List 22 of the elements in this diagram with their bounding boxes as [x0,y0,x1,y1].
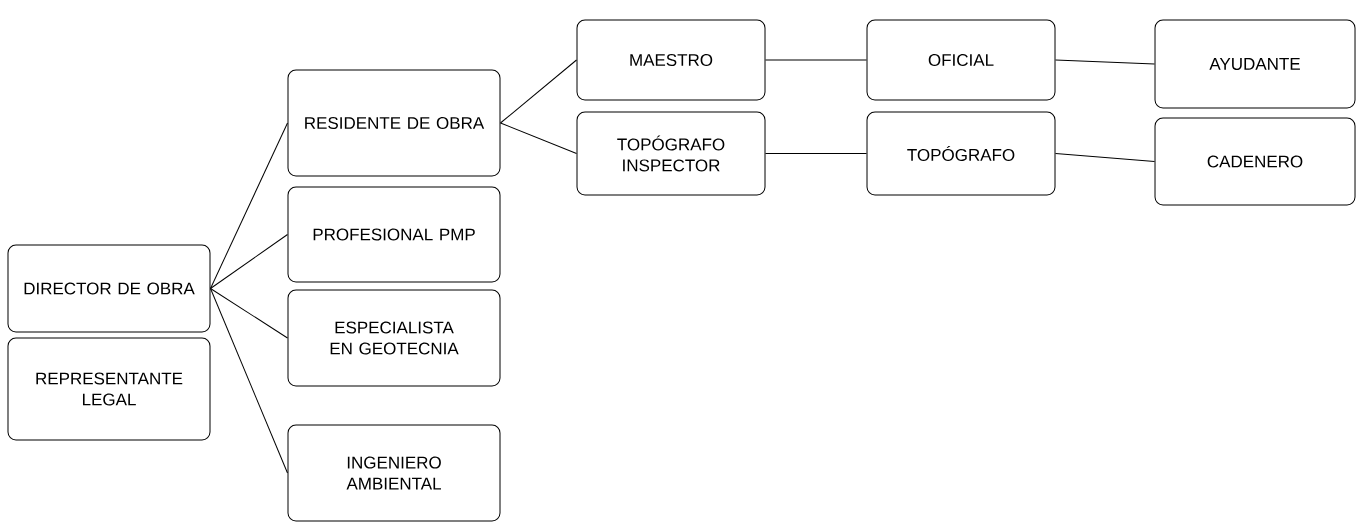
connector-line [1055,153,1155,162]
connector-line [500,59,577,124]
connector-line [210,234,288,289]
role-box: INGENIERO AMBIENTAL [287,424,501,522]
role-box: CADENERO [1154,117,1356,206]
role-box: TOPÓGRAFO [866,111,1056,196]
role-box: AYUDANTE [1154,19,1356,109]
role-box: PROFESIONAL PMP [287,186,501,283]
role-box: TOPÓGRAFO INSPECTOR [576,111,766,196]
role-box: ESPECIALISTA EN GEOTECNIA [287,289,501,387]
role-box: RESIDENTE DE OBRA [287,69,501,177]
role-box: MAESTRO [576,19,766,101]
role-box: OFICIAL [866,19,1056,101]
connector-line [210,122,288,289]
role-box: REPRESENTANTE LEGAL [7,337,211,441]
connector-line [210,288,288,474]
connector-line [1055,59,1155,65]
connector-line [765,153,867,154]
connector-line [500,122,577,154]
connector-line [765,59,867,61]
role-box: DIRECTOR DE OBRA [7,244,211,333]
connector-line [210,288,288,339]
